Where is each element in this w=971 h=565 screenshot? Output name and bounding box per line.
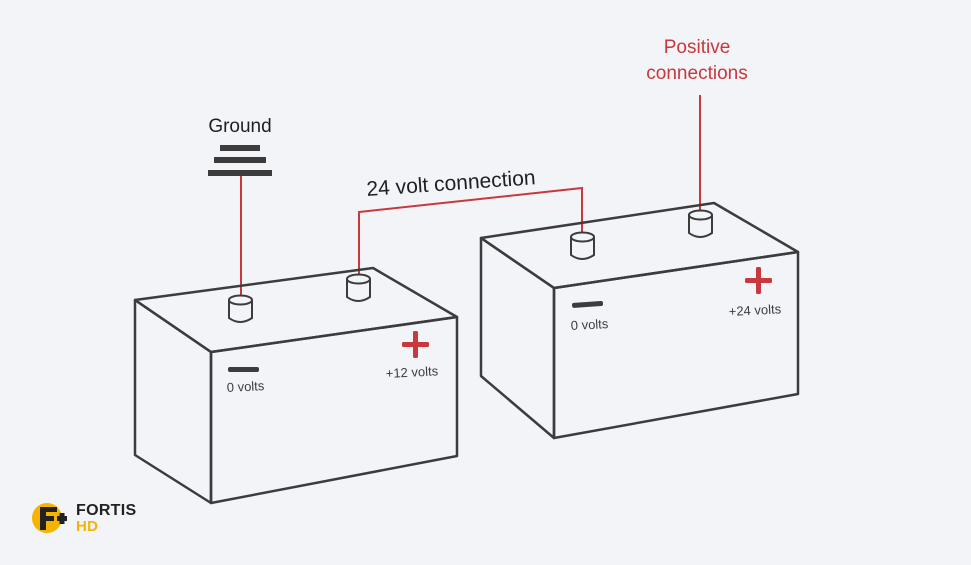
- battery-left-side: [133, 298, 213, 505]
- ground-label: Ground: [208, 116, 271, 137]
- battery-right-side: [479, 236, 556, 440]
- battery-right-negative-terminal: [570, 231, 595, 260]
- battery-left-plus-icon: [402, 331, 429, 358]
- battery-right-negative-label: 0 volts: [570, 316, 609, 333]
- battery-right-positive-terminal: [688, 209, 713, 238]
- battery-right: [479, 201, 800, 440]
- battery-left: [133, 266, 459, 505]
- logo-word-hd: HD: [76, 518, 99, 535]
- positive-connections-label-line2: connections: [646, 63, 747, 84]
- battery-left-positive-label: +12 volts: [385, 363, 439, 381]
- battery-left-minus-icon: [228, 367, 259, 372]
- series-connection-wire: [358, 186, 583, 275]
- fortis-hd-logo: FORTIS HD: [30, 499, 150, 539]
- battery-right-plus-icon: [745, 267, 772, 294]
- fortis-logo-icon: [32, 503, 67, 533]
- battery-right-minus-icon: [572, 301, 604, 308]
- positive-connections-label-line1: Positive: [664, 37, 731, 58]
- battery-left-negative-label: 0 volts: [226, 378, 265, 395]
- logo-word-fortis: FORTIS: [76, 502, 137, 519]
- ground-symbol-icon: [208, 145, 272, 176]
- battery-right-positive-label: +24 volts: [728, 301, 782, 319]
- battery-left-positive-terminal: [346, 273, 371, 302]
- battery-left-negative-terminal: [228, 294, 253, 323]
